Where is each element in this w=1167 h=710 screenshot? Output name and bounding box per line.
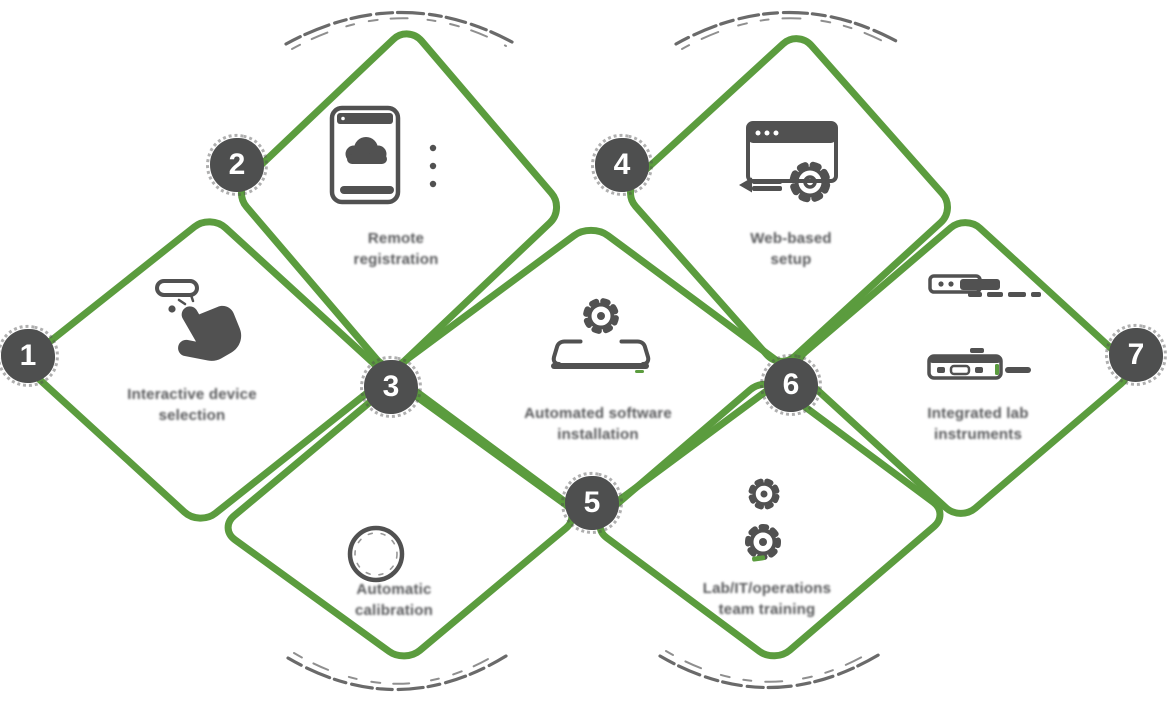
ring-icon: [347, 525, 405, 583]
tap-hand-icon: [155, 279, 242, 361]
step-4-label-line-2: setup: [770, 251, 812, 268]
gear-large-glyph: [745, 524, 781, 560]
sketch-arc-bottom-left: [286, 651, 508, 692]
gear-glyph: [789, 161, 831, 203]
step-7-label-line-2: instruments: [933, 426, 1023, 443]
gear-small-glyph: [748, 478, 780, 510]
step-2-number-badge: 2: [210, 138, 264, 192]
step-6-label-line-2: team training: [718, 601, 816, 618]
step-7-number-badge: 7: [1109, 328, 1163, 382]
device-bottom-glyph: [927, 348, 1031, 380]
step-5-label-line-2: installation: [557, 426, 639, 443]
diamond-outline-2: [233, 25, 564, 374]
cloud-glyph: [345, 137, 387, 164]
step-1-label: Interactive device selection: [87, 384, 297, 426]
step-3-label-line-2: calibration: [354, 602, 434, 619]
device-top-glyph: [928, 274, 1041, 297]
step-6-label: Lab/IT/operations team training: [662, 578, 872, 620]
sketch-arc-top-right: [674, 10, 900, 50]
step-1-label-line-1: Interactive device: [127, 386, 257, 403]
step-3-label-line-1: Automatic: [356, 581, 432, 598]
step-1-number-badge: 1: [1, 329, 55, 383]
pencil-glyph: [739, 177, 782, 193]
diamond-outline-7: [790, 215, 1136, 521]
step-6-label-line-1: Lab/IT/operations: [702, 580, 832, 597]
step-4-number-badge: 4: [595, 138, 649, 192]
diamond-outline-4: [622, 30, 955, 369]
step-3-label: Automatic calibration: [289, 579, 499, 621]
step-2-label: Remote registration: [291, 228, 501, 270]
step-6-number-badge: 6: [764, 358, 818, 412]
gears-icon: [745, 478, 781, 562]
step-3-number-badge: 3: [364, 360, 418, 414]
sketch-arc-bottom-right: [658, 649, 882, 690]
step-2-label-line-1: Remote: [367, 230, 425, 247]
browser-settings-icon: [739, 121, 838, 203]
sketch-arc-top-left: [284, 10, 514, 50]
laptop-gear-icon: [551, 298, 651, 373]
step-4-label-line-1: Web-based: [750, 230, 832, 247]
step-5-label-line-1: Automated software: [524, 405, 672, 422]
diamond-outline-1: [22, 214, 388, 526]
step-1-label-line-2: selection: [158, 407, 226, 424]
step-5-number-badge: 5: [565, 476, 619, 530]
diamond-outline-5: [390, 223, 792, 521]
phone-cloud-sync-icon: [329, 105, 437, 205]
lab-instruments-icon: [927, 274, 1041, 380]
step-7-label-line-1: Integrated lab: [927, 405, 1029, 422]
step-2-label-line-2: registration: [353, 251, 439, 268]
step-7-label: Integrated lab instruments: [873, 403, 1083, 445]
diamond-outline-6: [591, 377, 949, 663]
gear-glyph: [583, 298, 619, 334]
step-5-label: Automated software installation: [493, 403, 703, 445]
laptop-glyph: [551, 339, 651, 373]
step-4-label: Web-based setup: [686, 228, 896, 270]
